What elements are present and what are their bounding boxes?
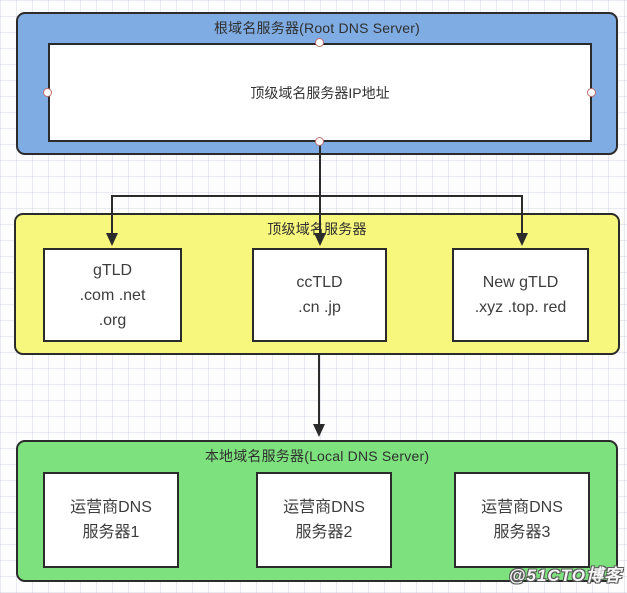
connector-branch-line (111, 195, 523, 197)
arrowhead-gtld (106, 233, 118, 246)
arrowhead-newgtld (516, 233, 528, 246)
connector-branch-right (521, 196, 523, 233)
isp-dns-1-line2: 服务器1 (82, 524, 140, 541)
local-dns-title: 本地域名服务器(Local DNS Server) (204, 448, 430, 464)
tld-ip-label: 顶级域名服务器IP地址 (250, 84, 390, 101)
cctld-name: ccTLD (296, 274, 343, 291)
isp-dns-3-line2: 服务器3 (493, 524, 551, 541)
connection-point-right (587, 88, 596, 97)
connection-point-bottom (315, 137, 324, 146)
gtld-name: gTLD (92, 261, 133, 279)
local-box-isp-dns-2: 运营商DNS 服务器2 (256, 472, 392, 568)
isp-dns-3-line1: 运营商DNS (481, 499, 563, 516)
tld-box-gtld: gTLD .com .net .org (43, 248, 182, 342)
root-dns-title: 根域名服务器(Root DNS Server) (213, 20, 421, 36)
local-dns-group: 本地域名服务器(Local DNS Server) 运营商DNS 服务器1 运营… (16, 440, 618, 582)
connection-point-top (315, 38, 324, 47)
local-box-isp-dns-1: 运营商DNS 服务器1 (43, 472, 179, 568)
connector-branch-left (111, 196, 113, 233)
tld-ip-box: 顶级域名服务器IP地址 (48, 43, 592, 142)
isp-dns-2-line2: 服务器2 (295, 524, 353, 541)
isp-dns-2-line1: 运营商DNS (283, 499, 365, 516)
root-dns-group: 根域名服务器(Root DNS Server) 顶级域名服务器IP地址 (16, 12, 618, 155)
gtld-domains-2: .org (98, 311, 127, 329)
local-box-isp-dns-3: 运营商DNS 服务器3 (454, 472, 590, 568)
watermark-51cto: @51CTO博客 (508, 566, 622, 585)
gtld-domains-1: .com .net (79, 286, 146, 304)
tld-group-title: 顶级域名服务器 (267, 221, 367, 237)
tld-box-newgtld: New gTLD .xyz .top. red (452, 248, 589, 342)
connector-root-to-tld-stem (319, 142, 321, 233)
arrowhead-cctld (314, 233, 326, 246)
connector-tld-to-local (318, 355, 320, 424)
newgtld-name: New gTLD (482, 274, 559, 291)
arrowhead-local (313, 424, 325, 437)
isp-dns-1-line1: 运营商DNS (70, 499, 152, 516)
connection-point-left (43, 88, 52, 97)
tld-box-cctld: ccTLD .cn .jp (252, 248, 387, 342)
cctld-domains: .cn .jp (298, 299, 341, 316)
newgtld-domains: .xyz .top. red (474, 299, 567, 316)
